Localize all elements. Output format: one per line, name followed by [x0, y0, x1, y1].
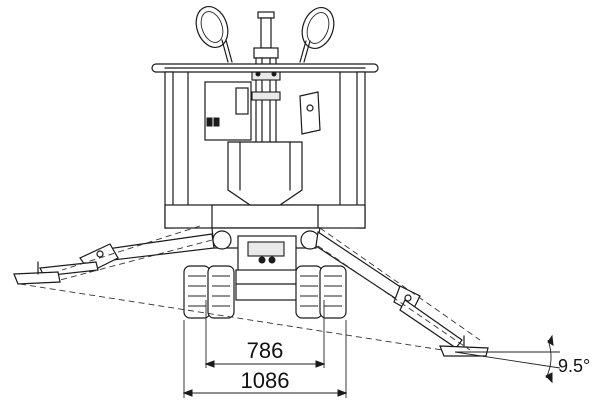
- right-wheels: [295, 265, 347, 319]
- left-wheels: [183, 265, 235, 319]
- tilt-angle-label: 9.5°: [558, 356, 590, 376]
- right-outrigger: [315, 227, 489, 357]
- right-lamp: [299, 7, 335, 63]
- left-outrigger: [13, 225, 456, 353]
- outer-width-label: 1086: [241, 368, 290, 393]
- angle-dimension: [454, 334, 561, 384]
- inner-width-label: 786: [247, 338, 284, 363]
- left-lamp: [195, 6, 233, 63]
- dimension-786: [204, 300, 326, 368]
- dimension-1086: [182, 320, 348, 398]
- platform-basket: [151, 63, 379, 229]
